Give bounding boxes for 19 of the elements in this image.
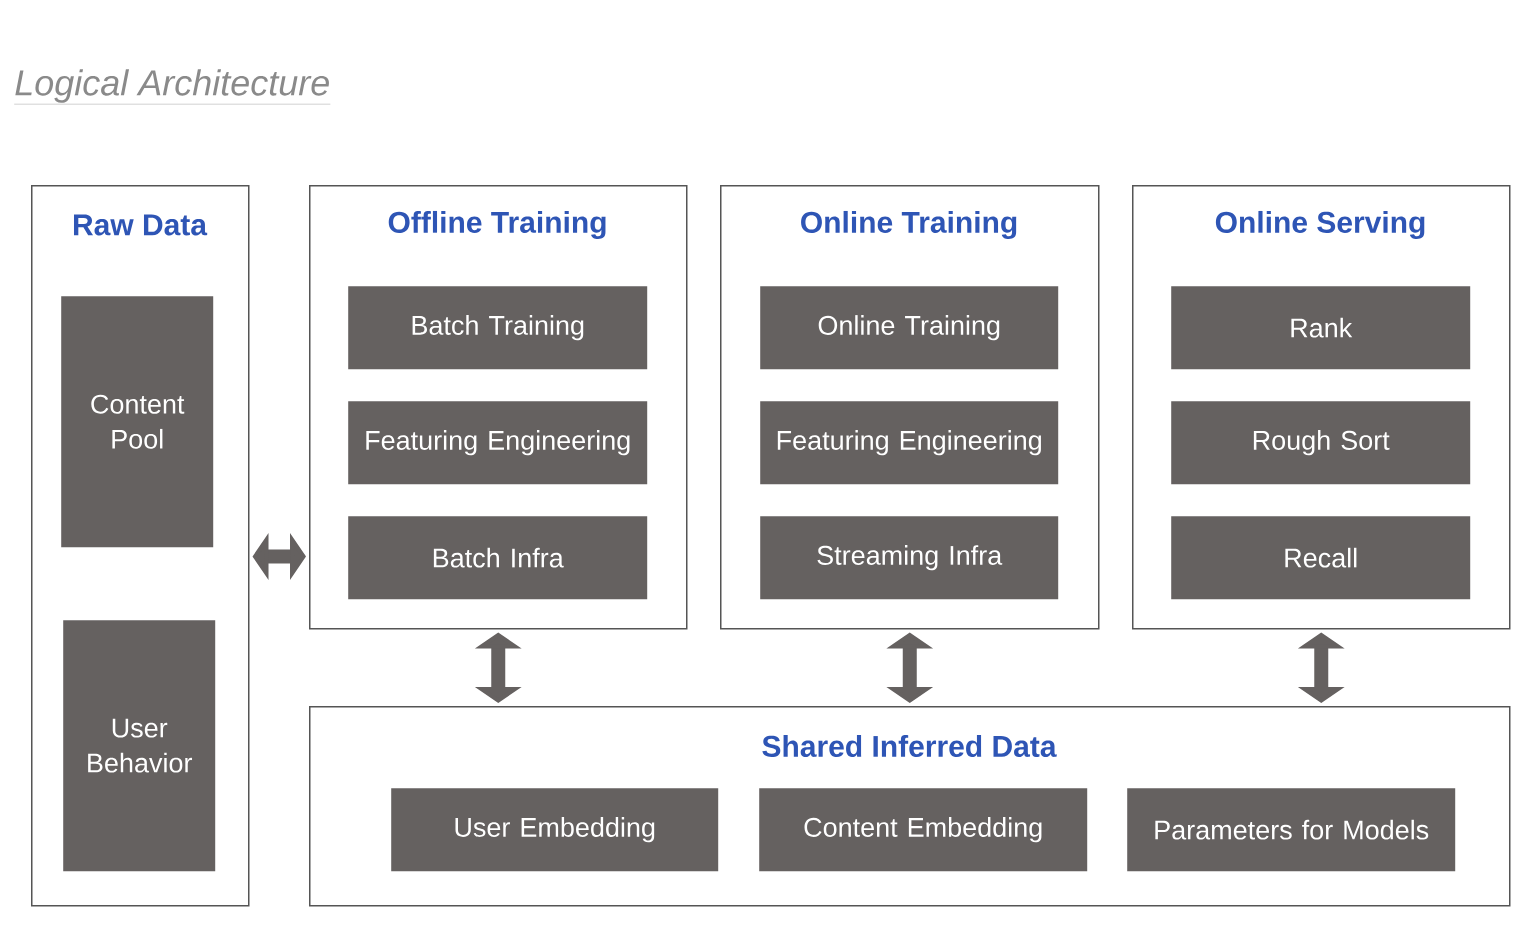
process-box: Batch Infra [348, 516, 648, 600]
double-arrow [886, 632, 934, 703]
process-box: Online Training [760, 286, 1059, 370]
double-arrow [474, 632, 522, 703]
process-box: Parameters for Models [1127, 788, 1456, 872]
process-box: Rough Sort [1171, 401, 1471, 485]
process-box: Streaming Infra [760, 516, 1059, 600]
process-box: User Embedding [391, 788, 719, 872]
process-box: User Behavior [63, 620, 216, 872]
process-box: Content Embedding [759, 788, 1088, 872]
process-box: Featuring Engineering [760, 401, 1059, 485]
process-box: Recall [1171, 516, 1471, 600]
page-title: Logical Architecture [14, 69, 331, 105]
process-box: Content Pool [61, 296, 214, 548]
process-box: Featuring Engineering [348, 401, 648, 485]
process-box: Rank [1171, 286, 1471, 370]
double-arrow [1297, 632, 1345, 703]
double-arrow [252, 533, 306, 580]
process-box: Batch Training [348, 286, 648, 370]
